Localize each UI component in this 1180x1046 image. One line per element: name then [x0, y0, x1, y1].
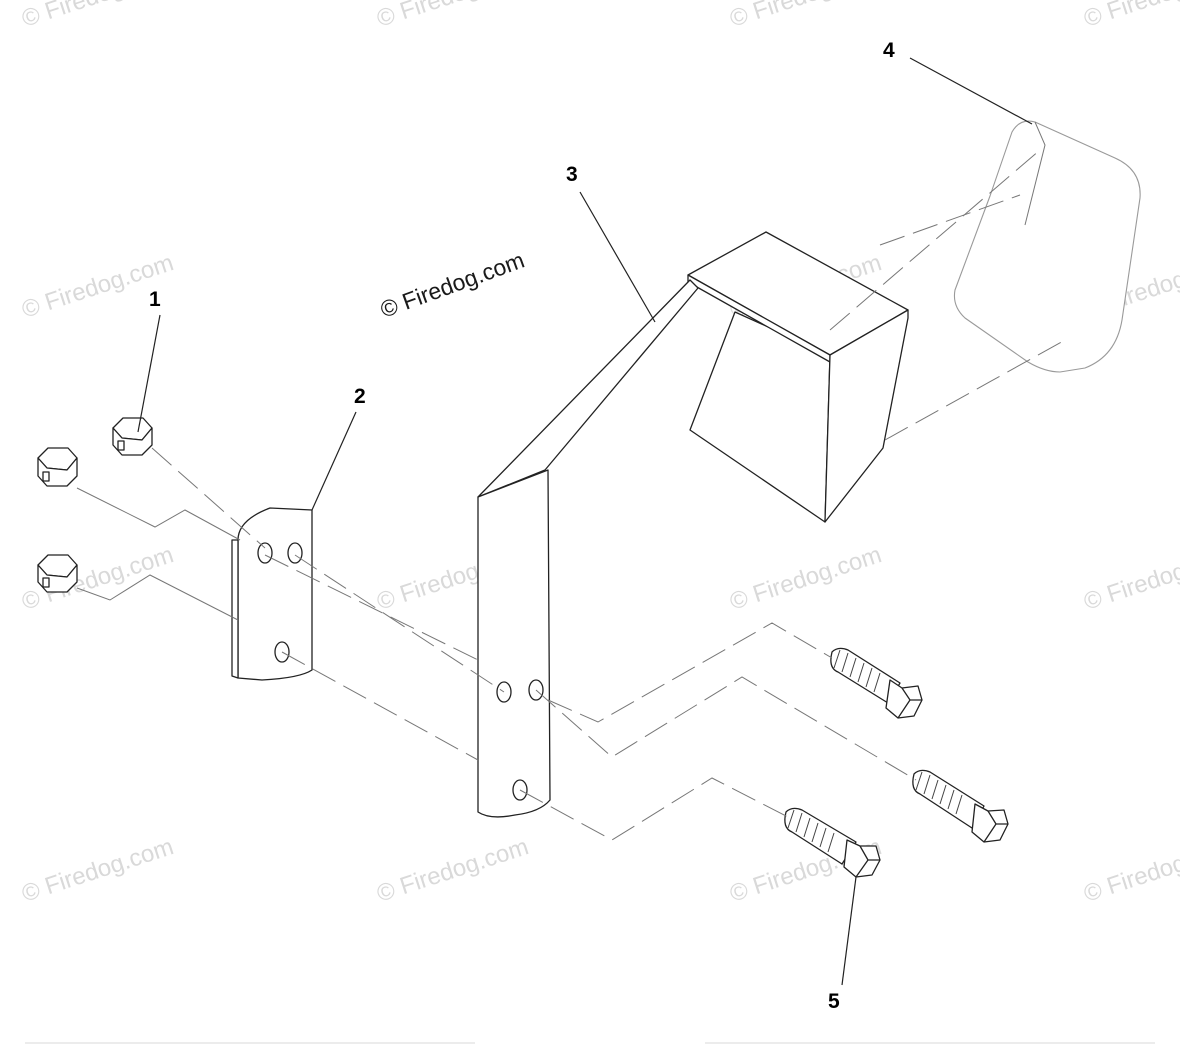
callout-layer: 1 2 3 4 5 [137, 39, 1033, 1013]
nut-2 [37, 447, 78, 487]
plate-hole-1 [257, 542, 273, 564]
callout-number-2: 2 [354, 385, 366, 408]
watermark: © Firedog.com [374, 833, 532, 907]
watermark-layer: © Firedog.com © Firedog.com © Firedog.co… [19, 0, 1180, 908]
watermark: © Firedog.com [374, 0, 532, 33]
bolt-centerline [535, 676, 917, 781]
bolt-threads [915, 771, 963, 815]
callout-number-3: 3 [566, 163, 578, 186]
bolt-part [784, 647, 1009, 878]
nut-slot [117, 440, 125, 451]
nut-centerline [76, 574, 239, 621]
plate-to-bracket-line [281, 651, 479, 761]
bolt-head-facets [983, 810, 1008, 843]
watermark: © Firedog.com [1081, 541, 1180, 615]
nut-1 [112, 417, 153, 456]
bolt-head-facets [855, 845, 880, 878]
nut-centerline [151, 447, 266, 549]
watermark: © Firedog.com [727, 541, 885, 615]
callout-leader-3 [579, 191, 656, 323]
assembly-lines [76, 149, 1066, 841]
callout-number-1: 1 [149, 288, 161, 311]
nut-centerline [76, 487, 241, 541]
plate-to-bracket-line [264, 554, 479, 661]
bracket-side-flange [824, 309, 909, 523]
watermark: © Firedog.com [19, 249, 177, 323]
plate-to-bracket-line [294, 554, 505, 693]
bolt-centerline [519, 777, 791, 841]
callout-leader-1 [137, 314, 161, 433]
nut-part [37, 417, 153, 593]
plate-hole-2 [287, 542, 303, 564]
watermark: © Firedog.com [1081, 833, 1180, 907]
plate-edge [231, 539, 239, 679]
pad-outline [953, 120, 1141, 373]
callout-leader-5 [841, 876, 857, 986]
bolt-centerline [547, 622, 833, 723]
watermark: © Firedog.com [19, 0, 177, 33]
nut-3 [37, 554, 78, 593]
watermark: © Firedog.com [19, 833, 177, 907]
callout-leader-4 [909, 57, 1033, 125]
pad-centerline [884, 339, 1066, 441]
pad-edge [1024, 121, 1046, 226]
callout-number-5: 5 [828, 990, 840, 1013]
pad-centerline [829, 149, 1041, 331]
bolt-2 [912, 769, 1009, 843]
bolt-threads [833, 649, 881, 693]
watermark: © Firedog.com [1081, 0, 1180, 33]
nut-slot [42, 471, 50, 482]
bolt-head-facets [897, 687, 922, 719]
bolt-1 [830, 647, 923, 719]
pad-centerline [879, 194, 1021, 246]
watermark: © Firedog.com [727, 0, 885, 33]
nut-slot [42, 577, 50, 588]
watermark-main: © Firedog.com [377, 247, 528, 323]
callout-leader-2 [311, 411, 357, 511]
bracket-part [477, 231, 909, 818]
pad-part [953, 120, 1141, 373]
bracket-leg [477, 469, 551, 818]
callout-number-4: 4 [883, 39, 895, 62]
bolt-3 [784, 807, 881, 878]
mounting-plate-part [231, 507, 313, 681]
bolt-threads [787, 809, 835, 853]
bracket-arm [477, 279, 699, 498]
